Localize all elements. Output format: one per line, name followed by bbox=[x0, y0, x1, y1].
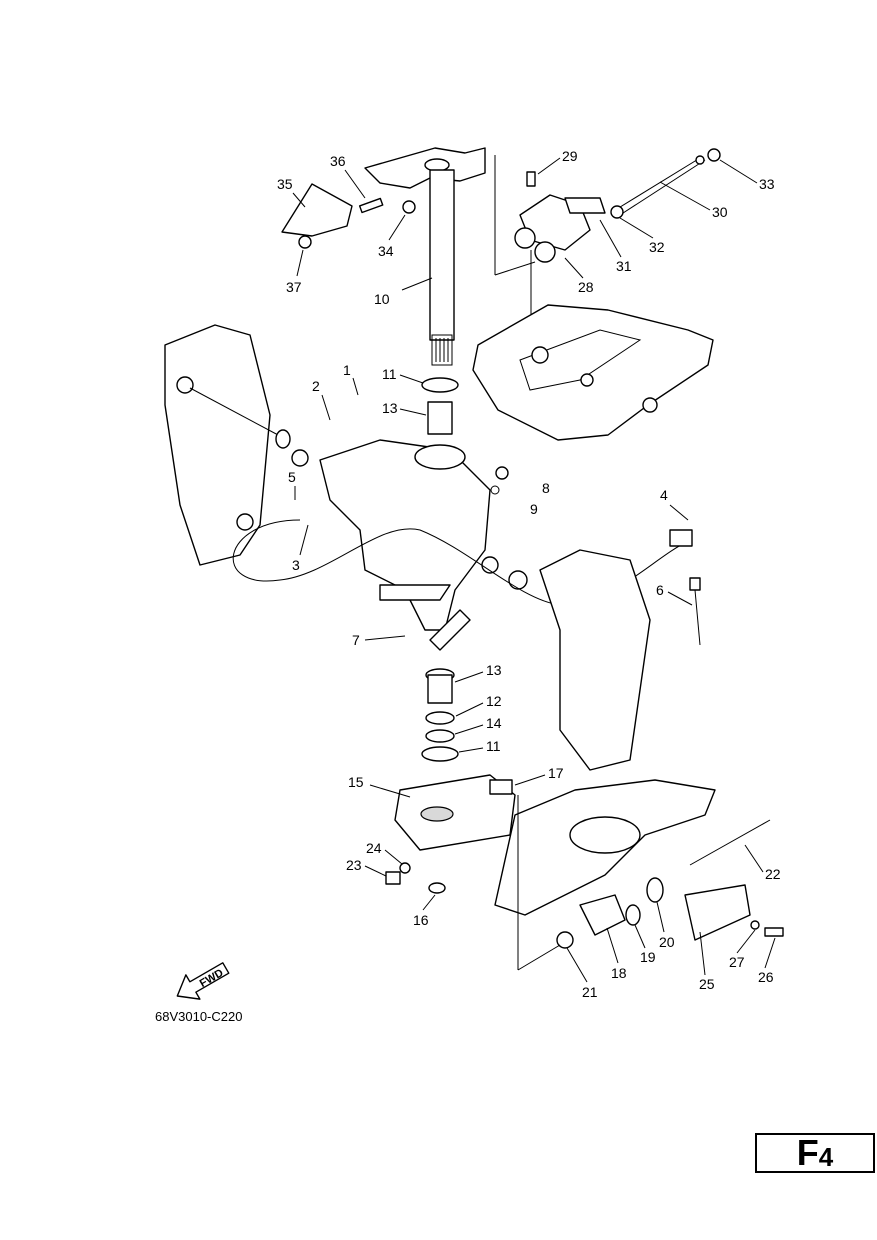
label-29: 29 bbox=[562, 148, 578, 164]
label-13-upper: 13 bbox=[382, 400, 398, 416]
label-36: 36 bbox=[330, 153, 346, 169]
label-3: 3 bbox=[292, 557, 300, 573]
label-20: 20 bbox=[659, 934, 675, 950]
label-4: 4 bbox=[660, 487, 668, 503]
label-23: 23 bbox=[346, 857, 362, 873]
label-32: 32 bbox=[649, 239, 665, 255]
label-1: 1 bbox=[343, 362, 351, 378]
label-22: 22 bbox=[765, 866, 781, 882]
label-17: 17 bbox=[548, 765, 564, 781]
lower-mount-group bbox=[385, 377, 784, 971]
label-24: 24 bbox=[366, 840, 382, 856]
label-14: 14 bbox=[486, 715, 502, 731]
page-code-number: 4 bbox=[818, 1142, 834, 1172]
page-code-letter: F bbox=[796, 1132, 819, 1173]
label-30: 30 bbox=[712, 204, 728, 220]
label-12: 12 bbox=[486, 693, 502, 709]
misc-hardware bbox=[364, 466, 701, 646]
label-37: 37 bbox=[286, 279, 302, 295]
label-35: 35 bbox=[277, 176, 293, 192]
drawing-code: 68V3010-C220 bbox=[155, 1009, 242, 1024]
swivel-bracket bbox=[319, 439, 528, 651]
label-27: 27 bbox=[729, 954, 745, 970]
label-16: 16 bbox=[413, 912, 429, 928]
label-6: 6 bbox=[656, 582, 664, 598]
page-code-box: F 4 bbox=[755, 1133, 875, 1173]
label-9: 9 bbox=[530, 501, 538, 517]
label-10: 10 bbox=[374, 291, 390, 307]
label-21: 21 bbox=[582, 984, 598, 1000]
label-11-upper: 11 bbox=[382, 366, 397, 382]
label-34: 34 bbox=[378, 243, 394, 259]
fwd-arrow-icon: FWD bbox=[176, 962, 230, 1000]
part-labels: 1 2 3 4 5 6 7 8 9 10 11 13 13 12 14 11 1… bbox=[277, 148, 781, 1000]
label-15: 15 bbox=[348, 774, 364, 790]
label-11-lower: 11 bbox=[486, 738, 501, 754]
steering-shaft bbox=[364, 147, 486, 366]
label-26: 26 bbox=[758, 969, 774, 985]
label-28: 28 bbox=[578, 279, 594, 295]
label-2: 2 bbox=[312, 378, 320, 394]
label-5: 5 bbox=[288, 469, 296, 485]
label-25: 25 bbox=[699, 976, 715, 992]
mount-plate bbox=[472, 304, 714, 441]
lower-casing bbox=[494, 549, 716, 916]
label-leaders bbox=[292, 157, 776, 983]
bracket-35-group bbox=[281, 183, 416, 249]
label-33: 33 bbox=[759, 176, 775, 192]
label-19: 19 bbox=[640, 949, 656, 965]
label-31: 31 bbox=[616, 258, 632, 274]
label-8: 8 bbox=[542, 480, 550, 496]
fwd-label: FWD bbox=[198, 967, 226, 990]
label-18: 18 bbox=[611, 965, 627, 981]
label-7: 7 bbox=[352, 632, 360, 648]
clamp-bracket bbox=[164, 324, 309, 566]
label-13-lower: 13 bbox=[486, 662, 502, 678]
